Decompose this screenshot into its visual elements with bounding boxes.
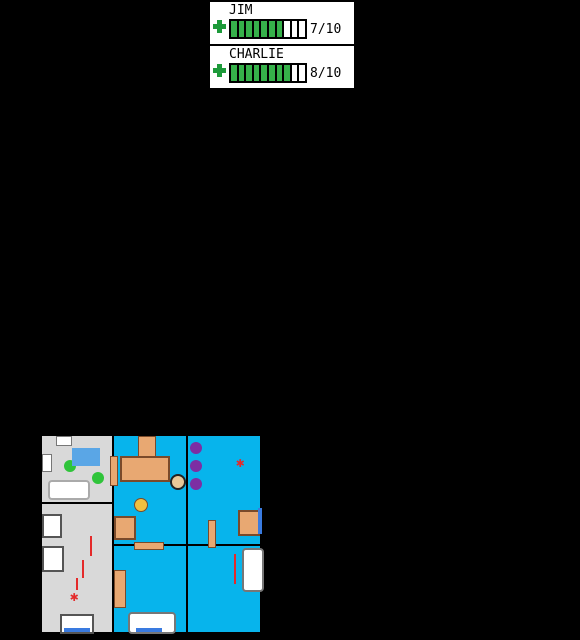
health-segment (276, 21, 285, 37)
purple-orb (190, 460, 202, 472)
health-value: 8/10 (310, 66, 342, 81)
door[interactable] (258, 508, 262, 534)
table (134, 542, 164, 550)
health-segment (253, 65, 262, 81)
player-card-jim: JIM 7/10 (210, 2, 354, 44)
blood-trail (90, 536, 92, 556)
door[interactable] (136, 628, 162, 632)
health-segment (238, 21, 247, 37)
shelf (110, 456, 118, 486)
health-segment (292, 65, 300, 81)
health-segment (284, 21, 292, 37)
shelf (114, 570, 126, 608)
purple-orb (190, 442, 202, 454)
health-segment (299, 21, 305, 37)
health-segment (238, 65, 247, 81)
health-segment (231, 21, 239, 37)
health-segment (268, 65, 277, 81)
health-segment (284, 65, 292, 81)
health-segment (276, 65, 285, 81)
blood-trail (82, 560, 84, 578)
purple-orb (190, 478, 202, 490)
health-segment (261, 65, 269, 81)
player-character (170, 474, 186, 490)
bed (120, 456, 170, 482)
health-cross-icon (213, 64, 226, 77)
health-segment (268, 21, 277, 37)
door[interactable] (64, 628, 90, 632)
bathtub (48, 480, 90, 500)
player-name: JIM (229, 3, 253, 18)
ball (134, 498, 148, 512)
blood-trail (76, 578, 78, 590)
player-name: CHARLIE (229, 47, 284, 62)
blood-trail (234, 554, 236, 584)
sink (42, 454, 52, 472)
armchair (238, 510, 260, 536)
blood-splatter: ✱ (70, 589, 79, 605)
health-segment (246, 21, 254, 37)
toilet (56, 436, 72, 446)
wall (42, 502, 112, 504)
health-segment (299, 65, 305, 81)
health-segment (292, 21, 300, 37)
stove (42, 546, 64, 572)
health-segment (246, 65, 254, 81)
lamp (208, 520, 216, 548)
health-bar (229, 63, 307, 83)
health-segment (261, 21, 269, 37)
health-segment (231, 65, 239, 81)
wall (186, 436, 188, 632)
health-cross-icon (213, 20, 226, 33)
health-value: 7/10 (310, 22, 342, 37)
plant (92, 472, 104, 484)
bathtub (242, 548, 264, 592)
blood-splatter: ✱ (236, 455, 245, 471)
wall (112, 436, 114, 632)
cabinet (42, 514, 62, 538)
health-bar (229, 19, 307, 39)
towel-rack (72, 448, 100, 466)
armchair (114, 516, 136, 540)
game-map[interactable]: ✱ ✱ (42, 436, 264, 634)
health-segment (253, 21, 262, 37)
player-card-charlie: CHARLIE 8/10 (210, 46, 354, 88)
